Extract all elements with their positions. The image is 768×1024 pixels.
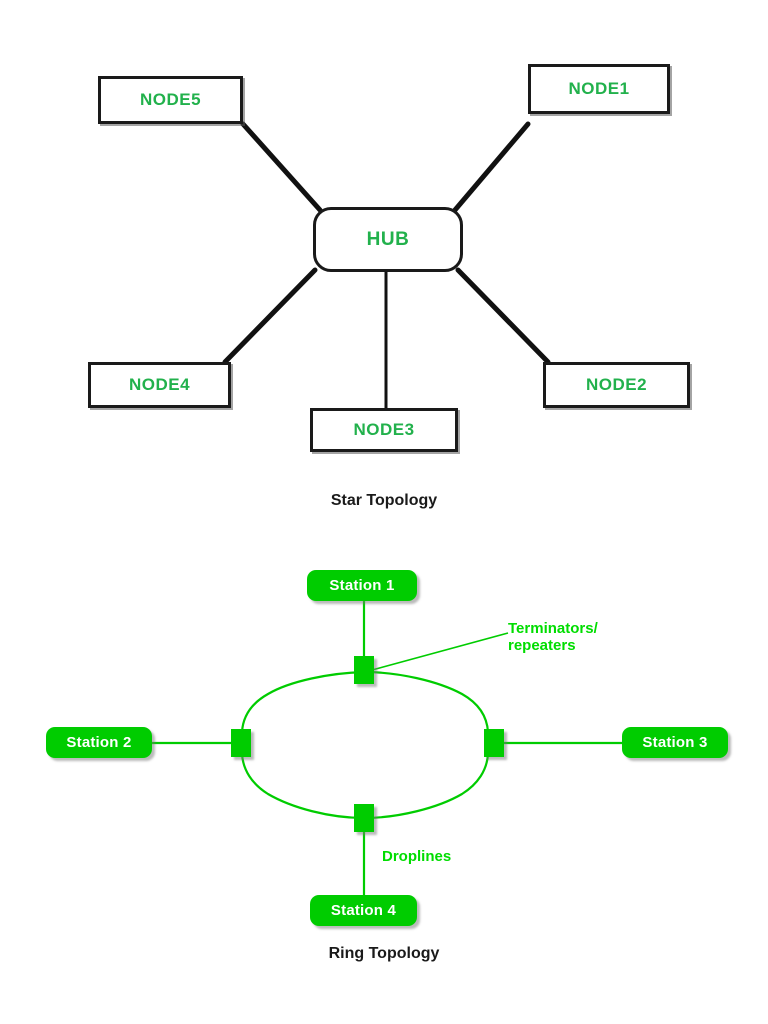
spoke-hub-node2 (455, 267, 551, 365)
ring-topology-caption: Ring Topology (328, 945, 440, 962)
star-node-label: NODE3 (353, 420, 415, 439)
spoke-hub-node1 (452, 121, 531, 213)
ring-station-1[interactable]: Station 1 (307, 570, 417, 601)
terminators-repeaters-label: Terminators/ repeaters (508, 620, 598, 655)
ring-loop (240, 670, 490, 820)
star-node-label: NODE4 (128, 375, 191, 394)
ring-station-label: Station 2 (66, 734, 132, 751)
ring-station-4[interactable]: Station 4 (310, 895, 417, 926)
droplines-label: Droplines (382, 848, 452, 865)
star-node-node1[interactable]: NODE1 (528, 64, 670, 114)
terminator-top[interactable] (354, 656, 374, 684)
terminator-bottom[interactable] (354, 804, 374, 832)
star-node-label: NODE1 (568, 79, 630, 98)
ring-station-label: Station 3 (642, 734, 708, 751)
star-node-label: NODE5 (139, 90, 202, 109)
ring-station-2[interactable]: Station 2 (46, 727, 152, 758)
star-node-label: NODE2 (585, 375, 648, 394)
spoke-hub-node4 (222, 267, 318, 365)
terminator-left[interactable] (231, 729, 251, 757)
ring-station-label: Station 1 (329, 577, 395, 594)
star-node-node3[interactable]: NODE3 (310, 408, 458, 452)
star-hub[interactable]: HUB (313, 207, 463, 272)
star-node-node5[interactable]: NODE5 (98, 76, 243, 124)
star-topology-caption: Star Topology (330, 492, 438, 509)
spoke-hub-node5 (240, 121, 323, 213)
terminators-leader-line (371, 632, 509, 671)
star-node-node4[interactable]: NODE4 (88, 362, 231, 408)
terminator-right[interactable] (484, 729, 504, 757)
ring-station-3[interactable]: Station 3 (622, 727, 728, 758)
star-hub-label: HUB (366, 228, 410, 250)
star-node-node2[interactable]: NODE2 (543, 362, 690, 408)
ring-station-label: Station 4 (330, 902, 397, 919)
